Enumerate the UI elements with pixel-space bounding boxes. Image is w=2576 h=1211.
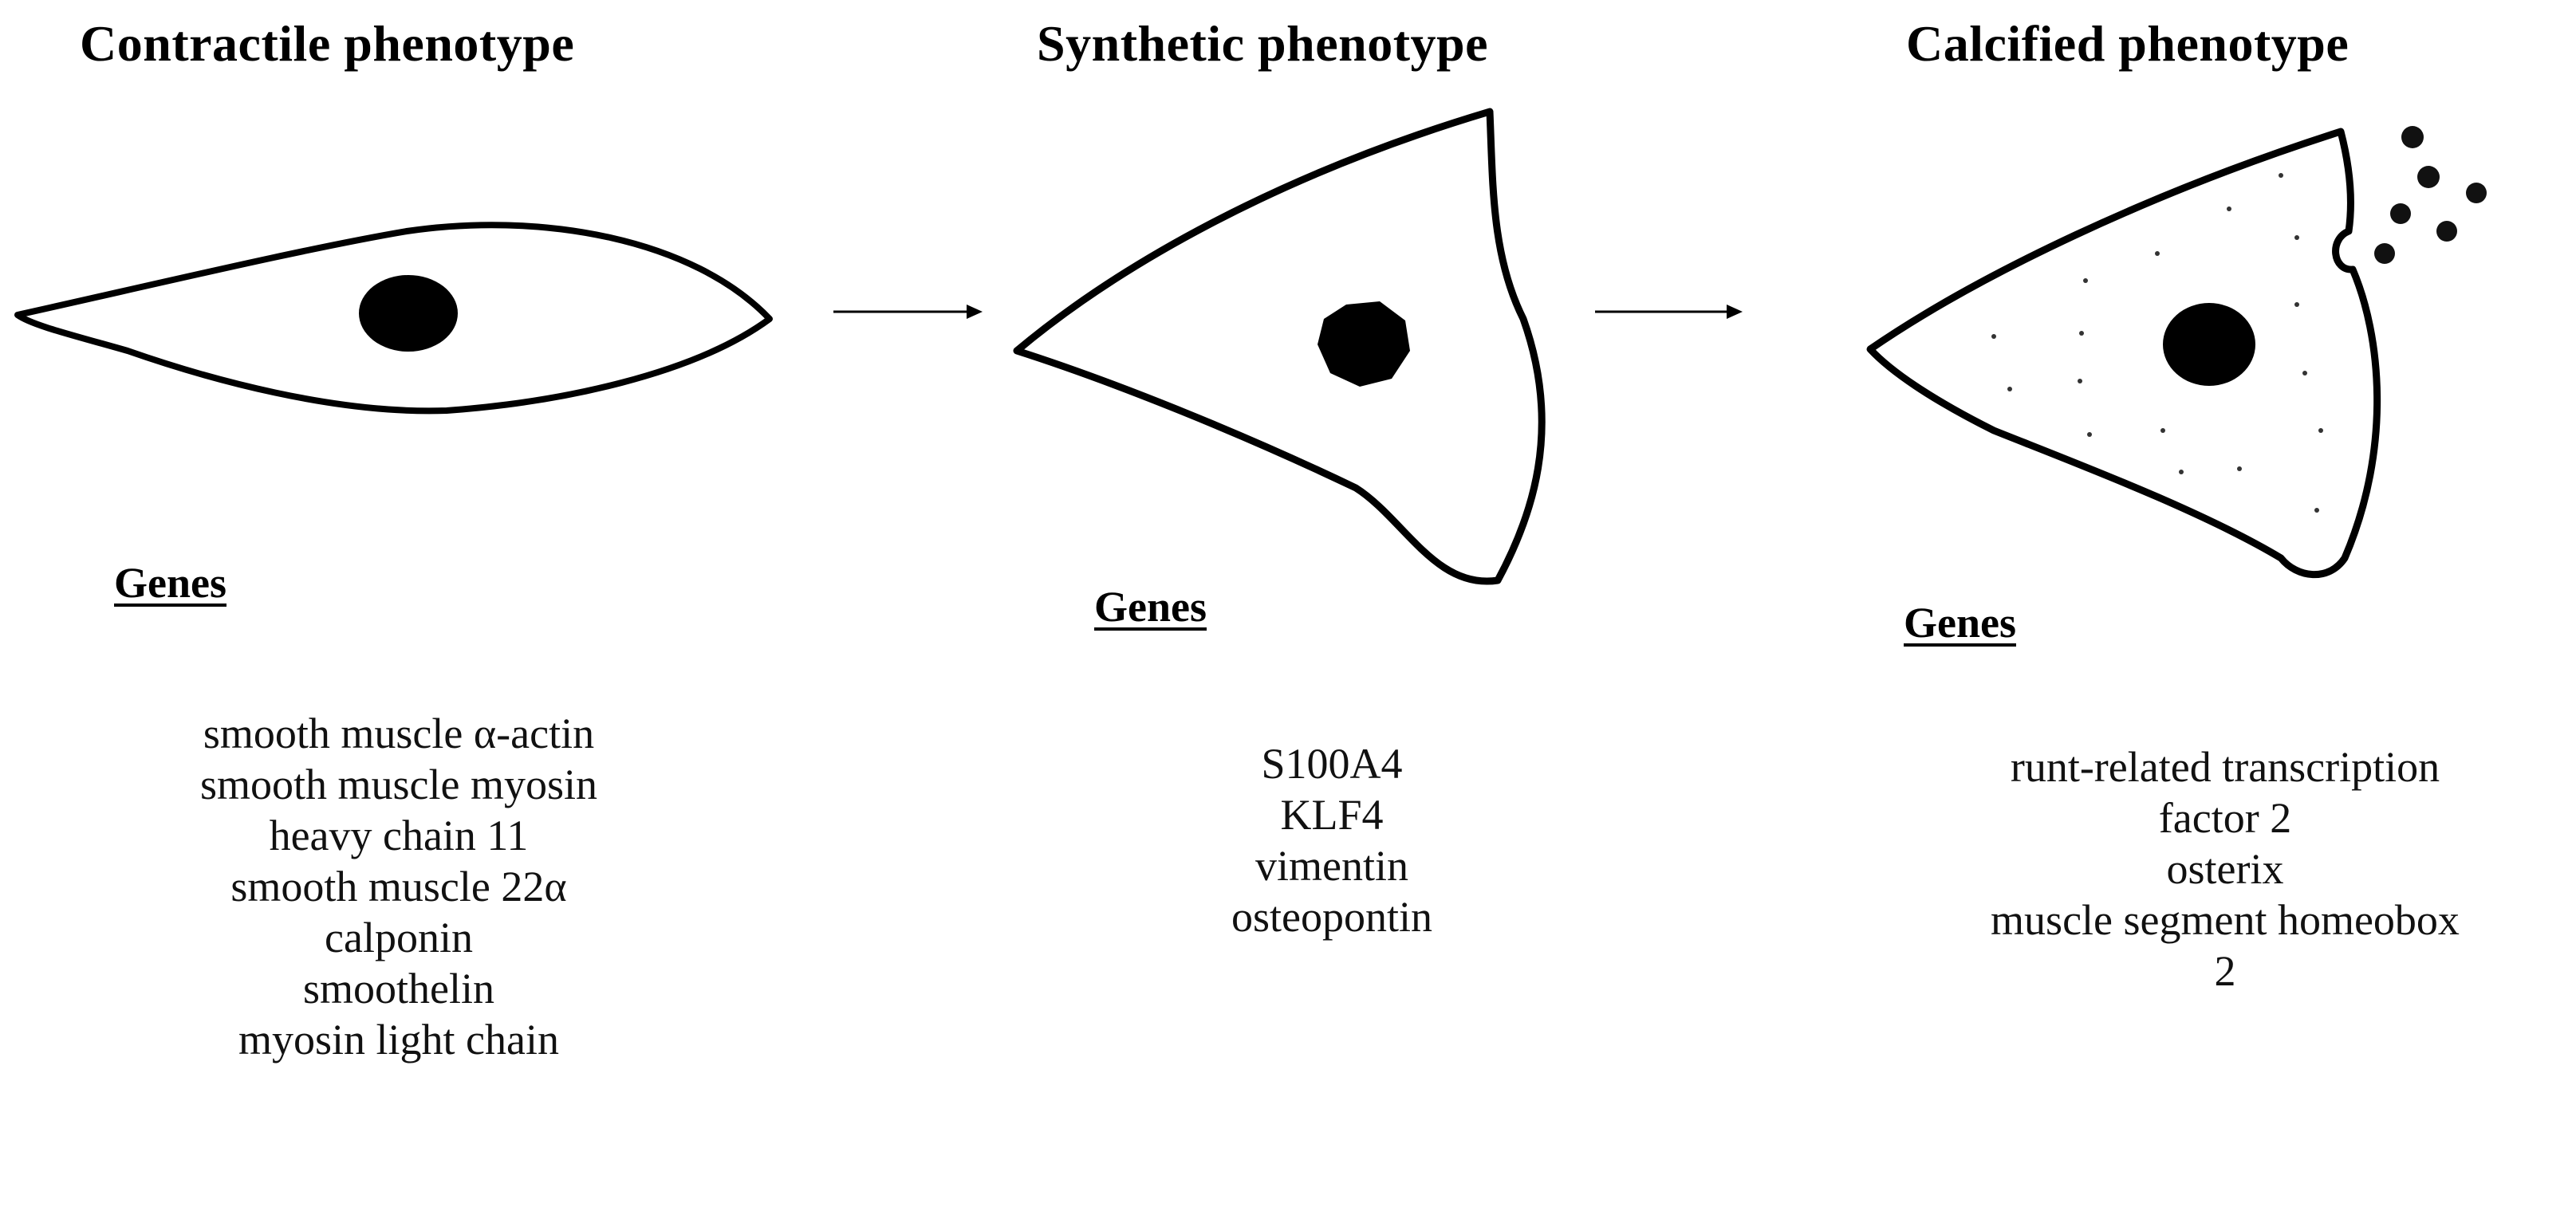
gene-item: myosin light chain bbox=[238, 1016, 559, 1064]
synthetic-title: Synthetic phenotype bbox=[1037, 15, 1488, 72]
gene-item: smooth muscle 22α bbox=[230, 863, 567, 910]
gene-item: KLF4 bbox=[1280, 791, 1384, 839]
synthetic-genes-heading: Genes bbox=[1094, 583, 1207, 631]
gene-item: osteopontin bbox=[1231, 893, 1432, 941]
contractile-gene-list: smooth muscle α-actin smooth muscle myos… bbox=[80, 708, 718, 1065]
gene-item: runt-related transcription bbox=[2010, 743, 2440, 791]
calcified-cell-nucleus bbox=[2163, 303, 2255, 386]
gene-item: smooth muscle α-actin bbox=[203, 710, 595, 757]
gene-item: smooth muscle myosin bbox=[200, 761, 597, 808]
contractile-cell-nucleus bbox=[359, 275, 458, 352]
gene-item: 2 bbox=[2214, 947, 2236, 995]
gene-item: heavy chain 11 bbox=[269, 812, 529, 859]
calcified-cell bbox=[1866, 126, 2487, 579]
gene-item: muscle segment homeobox bbox=[1991, 896, 2460, 944]
calcified-gene-list: runt-related transcription factor 2 oste… bbox=[1906, 741, 2544, 997]
gene-item: calponin bbox=[325, 914, 473, 961]
calcified-particles bbox=[2374, 126, 2487, 264]
contractile-genes-heading: Genes bbox=[114, 559, 226, 607]
gene-item: vimentin bbox=[1255, 842, 1408, 890]
contractile-cell bbox=[14, 222, 773, 415]
synthetic-cell-membrane bbox=[1013, 108, 1546, 585]
arrow-contractile-to-synthetic bbox=[833, 305, 983, 319]
calcified-genes-heading: Genes bbox=[1904, 599, 2016, 647]
gene-item: smoothelin bbox=[303, 965, 494, 1012]
calcified-cell-membrane bbox=[1866, 128, 2381, 579]
calcified-title: Calcified phenotype bbox=[1906, 15, 2350, 72]
synthetic-gene-list: S100A4 KLF4 vimentin osteopontin bbox=[1132, 738, 1531, 942]
gene-item: factor 2 bbox=[2158, 794, 2292, 842]
gene-item: S100A4 bbox=[1261, 740, 1403, 788]
arrow-synthetic-to-calcified bbox=[1595, 305, 1743, 319]
gene-item: osterix bbox=[2166, 845, 2284, 893]
synthetic-cell-nucleus bbox=[1318, 301, 1410, 387]
contractile-title: Contractile phenotype bbox=[80, 15, 575, 72]
synthetic-cell bbox=[1013, 108, 1546, 585]
calcified-cell-deposits bbox=[1991, 173, 2323, 513]
